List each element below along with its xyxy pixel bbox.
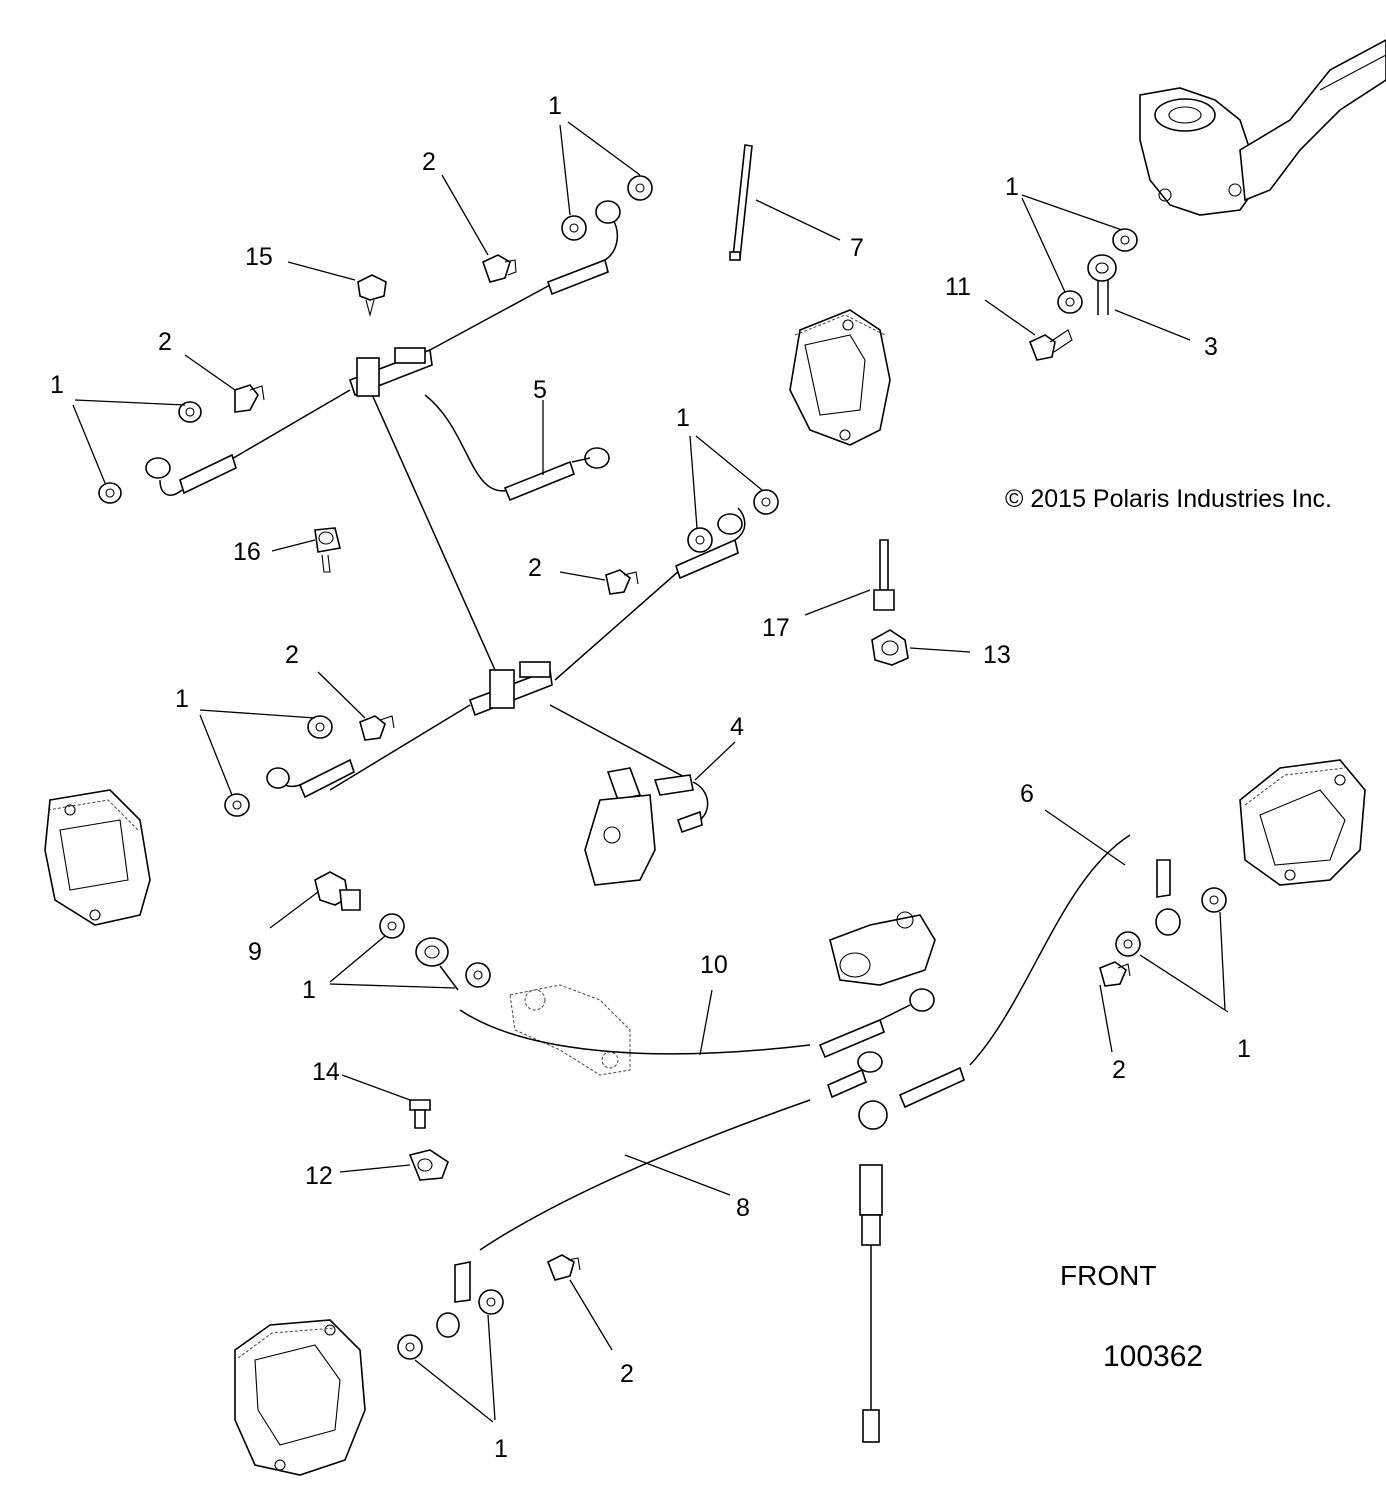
- callout-2-left: 2: [158, 328, 172, 356]
- banjo-fitting-3: [1087, 254, 1117, 315]
- caliper-center-top: [789, 309, 891, 446]
- callout-1-top: 1: [548, 92, 562, 120]
- callout-2-bottom: 2: [620, 1360, 634, 1388]
- callout-3: 3: [1204, 333, 1218, 361]
- rivet-17: [873, 539, 895, 611]
- hose-end-upper-right: [546, 200, 621, 296]
- diagram-number: 100362: [1103, 1340, 1203, 1373]
- clamp-13: [871, 629, 909, 666]
- tee-fitting-upper: [348, 347, 433, 397]
- callout-12: 12: [305, 1162, 333, 1190]
- hose-vertical-bottom: [859, 1164, 883, 1443]
- cable-tie-7: [729, 144, 753, 261]
- caliper-bottom-left: [234, 1319, 366, 1476]
- callout-6: 6: [1020, 780, 1034, 808]
- tee-fitting-lower: [468, 661, 553, 717]
- callout-2-top: 2: [422, 148, 436, 176]
- callout-9: 9: [248, 938, 262, 966]
- rivet-14: [409, 1099, 431, 1129]
- clip-16: [314, 527, 341, 573]
- hose-end-6: [858, 859, 1181, 1130]
- callout-11: 11: [945, 273, 971, 301]
- callout-2-middle-left: 2: [285, 641, 299, 669]
- hose-end-middle-left: [266, 758, 355, 799]
- push-rivet-15: [357, 274, 387, 318]
- callout-17: 17: [762, 614, 790, 642]
- hose-end-5: [503, 447, 610, 502]
- callout-15: 15: [245, 243, 273, 271]
- rear-valve-block: [829, 911, 936, 986]
- callout-2-lower-right: 2: [1112, 1056, 1126, 1084]
- callout-numbers: 1 2 15 7 1 11 3 2 1 5 1 16 2 17 13 2 1 4…: [50, 92, 1251, 1463]
- hose-end-4: [653, 774, 709, 834]
- proportioning-valve: [584, 767, 656, 886]
- callout-8: 8: [736, 1194, 750, 1222]
- callout-1-middle-left: 1: [175, 685, 189, 713]
- leader-lines: [72, 121, 1229, 1423]
- brake-line-upper: [229, 284, 1131, 1251]
- callout-1-left: 1: [50, 371, 64, 399]
- caliper-right-middle: [1239, 759, 1366, 886]
- callout-16: 16: [233, 538, 261, 566]
- caliper-left-middle: [44, 789, 151, 926]
- callout-5: 5: [533, 376, 547, 404]
- callout-7: 7: [850, 234, 864, 262]
- callout-2-middle: 2: [528, 554, 542, 582]
- copyright-text: © 2015 Polaris Industries Inc.: [1005, 485, 1332, 513]
- hose-end-upper-left: [145, 453, 237, 496]
- hose-end-middle-right: [675, 507, 746, 580]
- hose-end-10: [818, 988, 935, 1059]
- fitting-9: [314, 871, 361, 911]
- callout-4: 4: [730, 713, 744, 741]
- banjo-fitting-left: [415, 937, 459, 991]
- callout-14: 14: [312, 1058, 340, 1086]
- callout-13: 13: [983, 641, 1011, 669]
- rear-cylinder-outline: [509, 984, 631, 1076]
- callout-1-middle: 1: [676, 404, 690, 432]
- callout-1-lower-left: 1: [302, 976, 316, 1004]
- callout-1-top-right: 1: [1005, 173, 1019, 201]
- callout-1-bottom: 1: [494, 1435, 508, 1463]
- callout-10: 10: [700, 951, 728, 979]
- hose-end-8: [436, 1051, 883, 1338]
- washers: [98, 175, 1227, 1360]
- clip-12: [408, 1149, 449, 1181]
- callout-1-lower-right: 1: [1237, 1035, 1251, 1063]
- master-cylinder-pedal: [1139, 39, 1386, 216]
- bolts: [234, 254, 1131, 1281]
- front-label: FRONT: [1060, 1260, 1156, 1291]
